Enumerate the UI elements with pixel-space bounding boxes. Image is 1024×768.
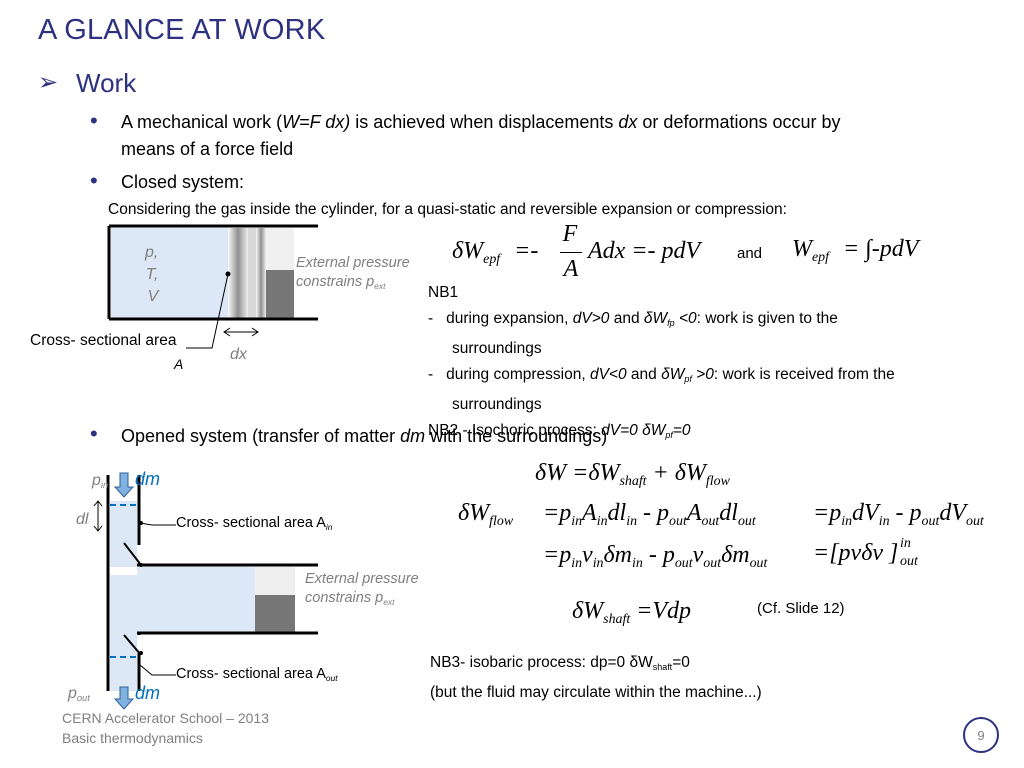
gas-region xyxy=(111,228,229,318)
equation-flow-line1: =pinAindlin - poutAoutdlout xyxy=(543,500,756,529)
equation-flow-lhs: δWflow xyxy=(458,500,514,529)
cf-slide-note: (Cf. Slide 12) xyxy=(757,600,845,617)
dl-label: dl xyxy=(76,511,89,528)
area-symbol: A xyxy=(174,356,184,372)
dm-in-label: dm xyxy=(135,469,161,489)
fraction-bar xyxy=(560,252,582,253)
page-title: A GLANCE AT WORK xyxy=(38,14,326,46)
closed-cylinder-diagram xyxy=(107,224,318,349)
fraction-denominator: A xyxy=(563,256,579,282)
fraction-numerator: F xyxy=(562,221,578,247)
dx-label: dx xyxy=(230,346,247,363)
bullet-closed-system: Closed system: xyxy=(121,172,245,192)
equation-mid: Adx =- pdV xyxy=(588,238,701,264)
equation-total-work: Wepf = ∫-pdV xyxy=(792,236,919,265)
equation-flow-line2: =pinvinδmin - poutvoutδmout xyxy=(543,542,768,571)
nb3-block: NB3- isobaric process: dp=0 δWshaft=0 (b… xyxy=(430,654,762,702)
cross-section-out-label: Cross- sectional area Aout xyxy=(176,666,338,683)
bullet-mechanical-work: A mechanical work (W=F dx) is achieved w… xyxy=(121,112,841,159)
piston-head xyxy=(228,228,248,318)
p-out-label: pout xyxy=(68,685,90,704)
arrow-bullet-icon: ➢ xyxy=(38,69,59,96)
equation-flow-line1-rhs: =pindVin - poutdVout xyxy=(813,500,984,529)
section-heading: Work xyxy=(76,68,137,98)
equation-shaft-work: δWshaft =Vdp xyxy=(572,598,692,627)
bullet-dot-icon: • xyxy=(90,168,98,193)
and-word: and xyxy=(737,245,763,262)
cross-section-label: Cross- sectional area xyxy=(30,332,177,349)
open-system-diagram xyxy=(93,472,318,710)
equation-delta-work: δWepf =- xyxy=(452,238,539,267)
page-number: 9 xyxy=(963,717,999,753)
bullet-dot-icon: • xyxy=(90,108,98,133)
dm-out-label: dm xyxy=(135,683,161,703)
nb1-block: NB1 - during expansion, dV>0 and δWfp <0… xyxy=(428,284,895,440)
considering-text: Considering the gas inside the cylinder,… xyxy=(108,201,787,218)
cross-section-in-label: Cross- sectional area Ain xyxy=(176,515,333,532)
bullet-opened-system: Opened system (transfer of matter dm wit… xyxy=(121,426,608,446)
piston-rod xyxy=(256,228,266,318)
equation-flow-line2-rhs: =[pvδv ] xyxy=(813,540,899,566)
bullet-dot-icon: • xyxy=(90,421,98,446)
p-in-label: pin xyxy=(92,472,109,491)
gas-state-label: p,T,V xyxy=(145,244,159,305)
equation-work-split: δW =δWshaft + δWflow xyxy=(535,460,730,489)
